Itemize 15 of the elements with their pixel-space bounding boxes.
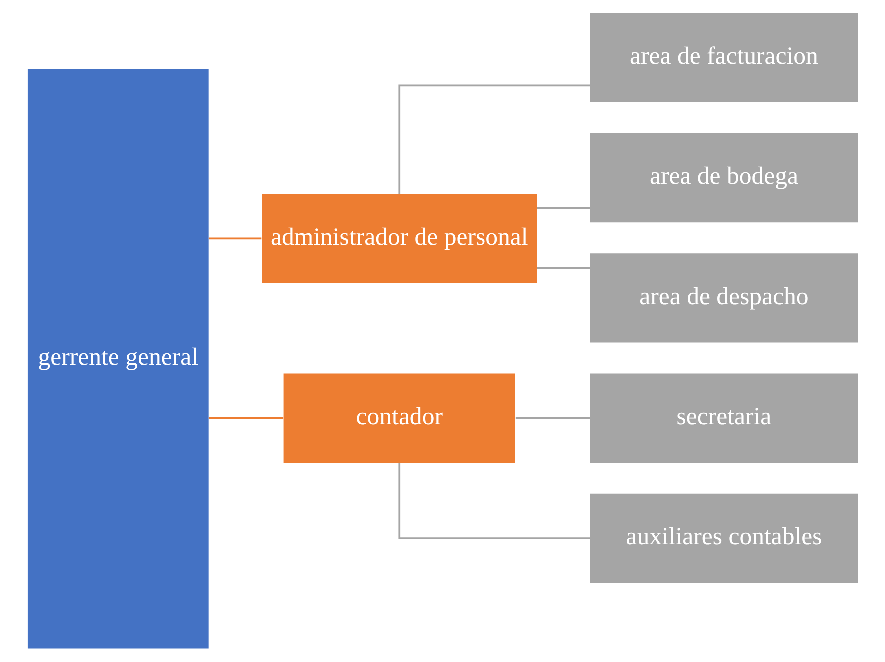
node-box: area de bodega	[590, 133, 858, 223]
node-box: contador	[283, 374, 515, 463]
node-box: administrador de personal	[262, 194, 537, 284]
connector	[208, 238, 262, 240]
node-box: gerrente general	[27, 68, 208, 649]
connector	[536, 268, 590, 270]
connector	[208, 417, 284, 420]
connector	[536, 207, 590, 210]
node-box: area de facturacion	[590, 13, 858, 102]
connector	[515, 417, 590, 420]
connector	[398, 84, 590, 194]
node-box: area de despacho	[590, 254, 858, 343]
connector	[398, 463, 590, 540]
node-box: auxiliares contables	[590, 494, 858, 584]
node-box: secretaria	[590, 374, 858, 463]
